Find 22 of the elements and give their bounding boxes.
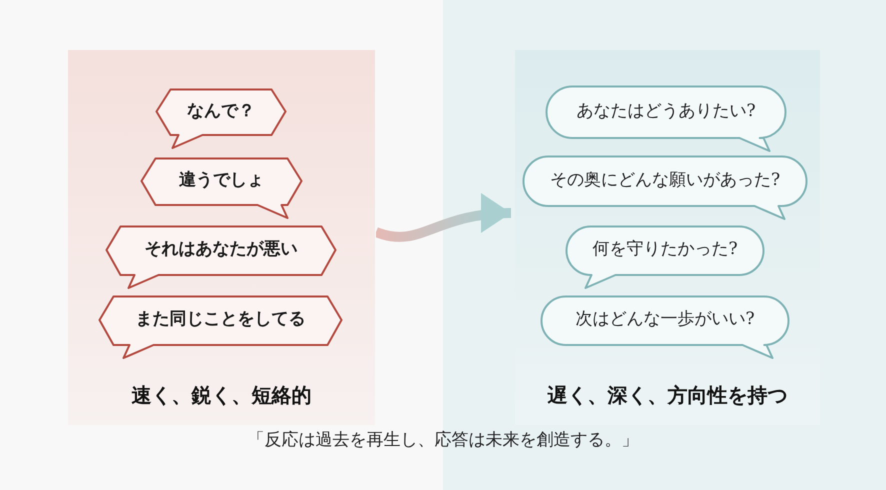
speech-bubble [98,295,343,359]
speech-bubble [105,225,337,289]
bubble-text: その奥にどんな願いがあった? [550,168,780,192]
bubble-text: それはあなたが悪い [144,238,298,262]
panel [68,50,375,425]
panel-caption: 速く、鋭く、短絡的 [130,383,312,408]
bubble-text: なんで？ [187,100,255,123]
bubble-text: 次はどんな一歩がいい? [575,308,755,332]
speech-bubble [545,85,787,152]
quote-text: 「反応は過去を再生し、応答は未来を創造する。」 [248,429,638,452]
bubble-text: あなたはどうありたい? [576,100,756,123]
bubble-text: また同じことをしてる [136,308,306,332]
bubble-text: 違うでしょ [179,169,264,192]
speech-bubble [540,295,790,359]
speech-bubble [140,157,303,219]
speech-bubble [565,225,765,289]
panel-caption: 遅く、深く、方向性を持つ [546,383,788,408]
panel [515,50,820,425]
speech-bubble [155,88,287,149]
bubble-text: 何を守りたかった? [592,238,738,262]
arrow [376,194,512,242]
speech-bubble [522,155,808,220]
